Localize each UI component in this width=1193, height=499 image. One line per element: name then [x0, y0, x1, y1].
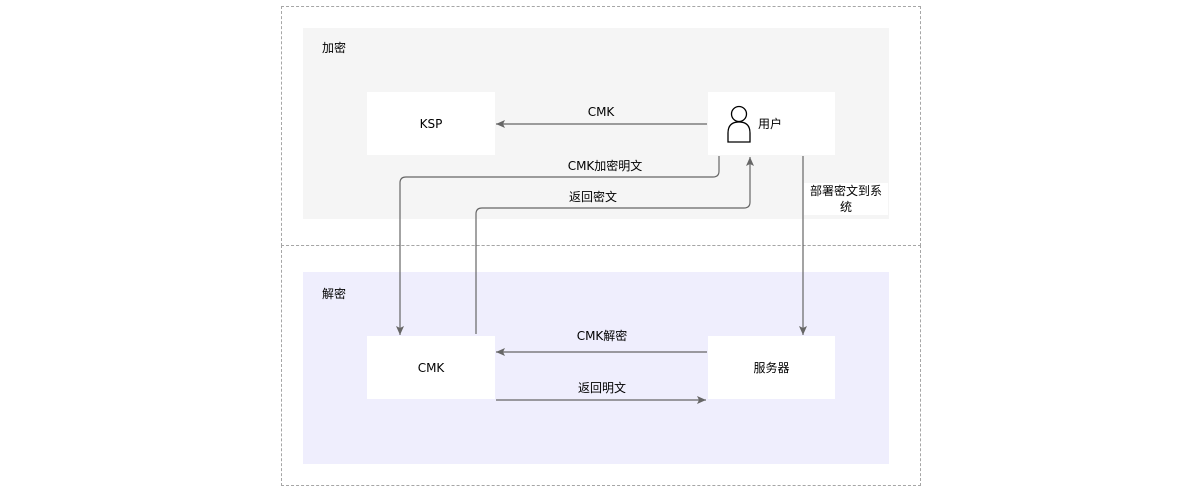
edge-label-cmk-to-user: 返回密文 — [568, 190, 617, 204]
cmk-node[interactable]: CMK — [367, 336, 495, 399]
edge-label-user-to-server-line2: 统 — [839, 200, 852, 214]
edge-cmk-to-user — [475, 157, 754, 334]
encrypt-section-label: 加密 — [322, 41, 347, 55]
edge-label-cmk-to-server: 返回明文 — [577, 381, 626, 395]
decrypt-frame — [281, 245, 921, 486]
edge-user-to-cmk — [396, 156, 720, 335]
server-node-label: 服务器 — [753, 361, 790, 375]
edge-label-user-to-server: 部署密文到系 统 — [804, 183, 888, 215]
decrypt-section-label: 解密 — [322, 287, 347, 301]
edge-label-user-to-cmk: CMK加密明文 — [567, 159, 643, 173]
server-node[interactable]: 服务器 — [708, 336, 835, 399]
user-icon — [727, 105, 751, 143]
edge-label-user-to-server-line1: 部署密文到系 — [809, 184, 882, 198]
cmk-node-label: CMK — [417, 360, 445, 375]
edge-label-server-to-cmk: CMK解密 — [576, 329, 628, 343]
edge-label-user-to-ksp: CMK — [587, 105, 615, 119]
user-node[interactable]: 用户 — [708, 92, 835, 155]
user-node-label: 用户 — [758, 117, 783, 131]
ksp-node[interactable]: KSP — [367, 92, 495, 155]
ksp-node-label: KSP — [419, 116, 443, 131]
